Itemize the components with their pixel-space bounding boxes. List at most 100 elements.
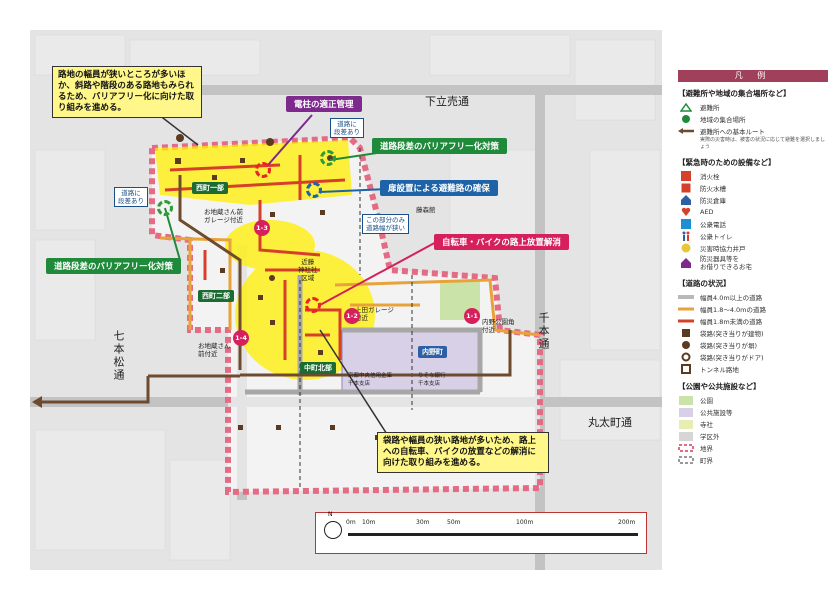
legend-row: 町界: [678, 454, 828, 466]
town-boundary-swatch: [678, 455, 694, 465]
bag-door-icon: [678, 352, 694, 362]
legend-section-roads: 【道路の状況】: [678, 279, 731, 288]
legend-row: 避難所への基本ルート: [678, 125, 828, 137]
road-shichihon-matsu: 七本松通: [112, 330, 125, 382]
house-icon: [678, 258, 694, 268]
scale-30: 30m: [416, 519, 430, 526]
legend-shelter-label: 避難所: [700, 104, 720, 112]
legend-route-note: 実際の災害時は、被害の状況に応じて避難を選択しましょう: [700, 137, 826, 150]
legend-row: 地界: [678, 442, 828, 454]
legend-row: 幅員4.0m以上の道路: [678, 291, 828, 303]
well-icon: [678, 243, 694, 253]
note-narrow-part: この部分のみ 道路幅が狭い: [362, 214, 409, 234]
legend-row: トンネル路地: [678, 363, 828, 375]
legend-row: 寺社: [678, 418, 828, 430]
outside-swatch: [678, 431, 694, 441]
legend-row: 防災倉庫: [678, 194, 828, 206]
phone-icon: [678, 219, 694, 229]
legend: 凡 例 【避難所や地域の集合場所など】 避難所 地域の集合場所 避難所への基本ル…: [678, 70, 828, 466]
badge-1-3: 1-3: [254, 220, 270, 236]
legend-temple-label: 寺社: [700, 421, 713, 429]
legend-bag-door-label: 袋路(突き当りがドア): [700, 354, 764, 362]
badge-1-1: 1-1: [464, 308, 480, 324]
tunnel-icon: [678, 364, 694, 374]
road-wide-swatch: [678, 292, 694, 302]
badge-1-2: 1-2: [344, 308, 360, 324]
tag-barrier-free-left: 道路段差のバリアフリー化対策: [46, 258, 182, 274]
bag-wall-icon: [678, 340, 694, 350]
legend-toilet-label: 公衆トイレ: [700, 233, 733, 241]
legend-w4-label: 幅員4.0m以上の道路: [700, 294, 763, 302]
storage-icon: [678, 195, 694, 205]
hydrant-icon: [678, 171, 694, 181]
scale-0: 0m: [346, 519, 356, 526]
legend-section-shelter: 【避難所や地域の集合場所など】: [678, 89, 791, 98]
route-arrow-icon: [678, 126, 694, 136]
gate-icon: [157, 200, 173, 216]
map-area[interactable]: 下立売通 七本松通 千本通 丸太町通 路地の幅員が狭いところが多いほか、斜路や階…: [30, 30, 662, 570]
legend-hydrant-label: 消火栓: [700, 173, 720, 181]
legend-title: 凡 例: [678, 70, 828, 82]
legend-row: AED: [678, 206, 828, 218]
legend-wlow-label: 幅員1.8m未満の道路: [700, 318, 763, 326]
tag-utility-pole: 電柱の適正管理: [286, 96, 362, 112]
legend-row: 公園: [678, 394, 828, 406]
legend-row: 防災器具等を お借りできるお宅: [678, 254, 828, 272]
road-narrow-swatch: [678, 316, 694, 326]
tag-bike: 自転車・バイクの路上放置解消: [434, 234, 569, 250]
legend-row: 災害時協力井戸: [678, 242, 828, 254]
district-nishi1: 西町一部: [192, 182, 228, 194]
scale-200: 200m: [618, 519, 636, 526]
legend-row: 地域の集合場所: [678, 113, 828, 125]
road-marutamachi: 丸太町通: [588, 416, 632, 429]
legend-row: 公衆トイレ: [678, 230, 828, 242]
aed-icon: [678, 207, 694, 217]
legend-public-label: 公共施設等: [700, 409, 733, 417]
gathering-icon: [678, 114, 694, 124]
gate-icon: [305, 297, 321, 313]
legend-row: 幅員1.8〜4.0mの道路: [678, 303, 828, 315]
legend-gathering-label: 地域の集合場所: [700, 116, 746, 124]
gate-icon: [255, 162, 271, 178]
tag-gate-route: 扉設置による避難路の確保: [380, 180, 498, 196]
place-misc: 藤森館: [416, 206, 436, 214]
temple-swatch: [678, 419, 694, 429]
legend-row: 幅員1.8m未満の道路: [678, 315, 828, 327]
place-uchino-park: 内野公園角 付近: [482, 318, 515, 334]
legend-house-label: 防災器具等を お借りできるお宅: [700, 255, 752, 271]
legend-row: 避難所: [678, 101, 828, 113]
district-nakamachi-kita: 中町北部: [300, 362, 336, 374]
park-swatch: [678, 395, 694, 405]
district-nishi2: 西町二部: [198, 290, 234, 302]
gate-icon: [320, 150, 336, 166]
legend-row: 公共施設等: [678, 406, 828, 418]
scale-line: [348, 533, 638, 536]
legend-row: 学区外: [678, 430, 828, 442]
place-shrine: 近藤 神社社 区域: [298, 258, 318, 282]
shelter-icon: [678, 102, 694, 112]
legend-row: 袋路(突き当りがドア): [678, 351, 828, 363]
north-label: N: [328, 511, 333, 518]
legend-route-label: 避難所への基本ルート: [700, 128, 765, 136]
scale-50: 50m: [447, 519, 461, 526]
water-tank-icon: [678, 183, 694, 193]
scale-100: 100m: [516, 519, 534, 526]
gate-icon: [306, 182, 322, 198]
scale-10: 10m: [362, 519, 376, 526]
road-shimotachiuri: 下立売通: [425, 95, 469, 108]
legend-tunnel-label: トンネル路地: [700, 366, 739, 374]
legend-row: 公衆電話: [678, 218, 828, 230]
scale-bar: N 0m 10m 30m 50m 100m 200m: [315, 511, 647, 554]
legend-row: 消火栓: [678, 170, 828, 182]
callout-narrow-roads: 路地の幅員が狭いところが多いほか、斜路や階段のある路地もみられるため、バリアフリ…: [52, 66, 202, 118]
place-ueda-garage: 上田ガレージ 付近: [355, 306, 394, 322]
legend-section-equipment: 【緊急時のための設備など】: [678, 158, 776, 167]
school-boundary-swatch: [678, 443, 694, 453]
legend-bag-wall-label: 袋路(突き当りが塀): [700, 342, 758, 350]
map-canvas: [30, 30, 662, 570]
legend-w18-label: 幅員1.8〜4.0mの道路: [700, 306, 767, 314]
bag-building-icon: [678, 328, 694, 338]
road-mid-swatch: [678, 304, 694, 314]
legend-town-label: 町界: [700, 457, 713, 465]
legend-water-label: 防火水槽: [700, 185, 726, 193]
